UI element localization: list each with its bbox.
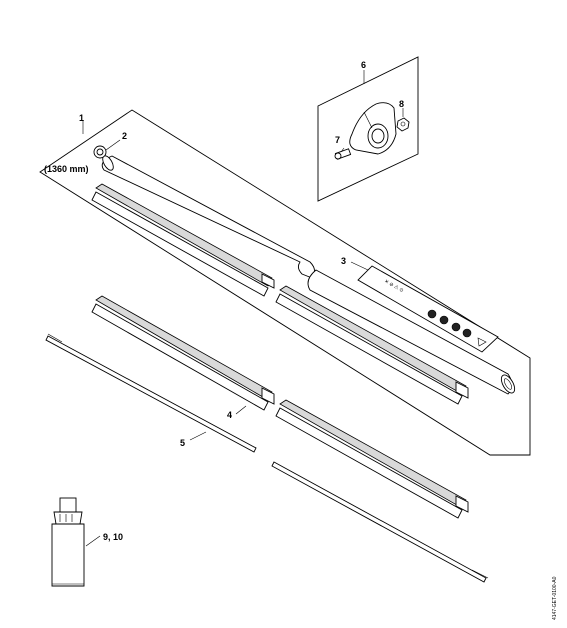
liner-upper-right: [275, 285, 469, 405]
callout-length: (1360 mm): [44, 164, 89, 174]
callout-4: 4: [227, 410, 232, 420]
warning-decal: ✕ ⊘ ⚠ ⊙: [357, 265, 499, 353]
callout-1: 1: [79, 113, 84, 123]
drive-shaft: [45, 333, 489, 583]
callout-5: 5: [180, 438, 185, 448]
callout-3: 3: [341, 256, 346, 266]
snap-ring: [93, 145, 107, 159]
liner-lower-left: [91, 295, 275, 411]
callout-2: 2: [122, 131, 127, 141]
callout-7: 7: [335, 135, 340, 145]
leader-lines: [82, 70, 404, 547]
group-frame-clamp: [317, 56, 419, 202]
drawing-code: 4147-GET-0100-A0: [552, 576, 558, 620]
group-frame-drive-tube: [39, 109, 531, 456]
liner-lower-right: [275, 399, 469, 519]
screw: [334, 148, 352, 160]
callout-6: 6: [361, 60, 366, 70]
grease-tube: [51, 497, 85, 587]
clamp: [349, 102, 397, 155]
callout-8: 8: [399, 99, 404, 109]
nut: [396, 117, 410, 132]
callout-9-10: 9, 10: [103, 532, 123, 542]
liner-upper-left: [91, 183, 275, 297]
drive-tube-right: [307, 269, 516, 395]
